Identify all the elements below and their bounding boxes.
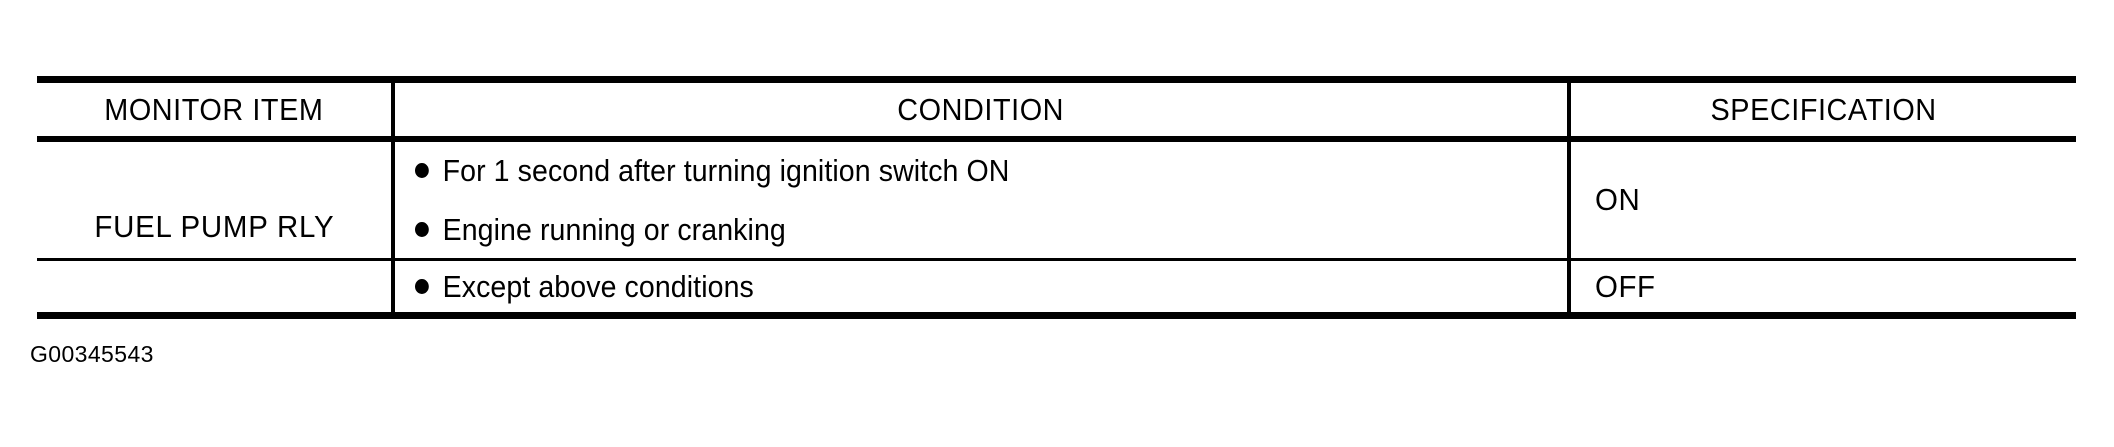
- column-divider-monitor-condition: [391, 81, 395, 314]
- table-header-condition-label: CONDITION: [897, 91, 1065, 127]
- monitor-item-specification-table: MONITOR ITEM CONDITION SPECIFICATION FUE…: [37, 76, 2076, 319]
- table-bottom-border: [37, 312, 2076, 319]
- table-row-divider: [37, 258, 2076, 261]
- table-header-monitor-item-label: MONITOR ITEM: [104, 91, 324, 127]
- table-cell-specification-row-2: OFF: [1571, 261, 2076, 312]
- table-header-condition: CONDITION: [395, 82, 1567, 137]
- condition-bullet-item: For 1 second after turning ignition swit…: [415, 153, 1009, 189]
- specification-value: ON: [1595, 182, 1641, 217]
- condition-text: For 1 second after turning ignition swit…: [442, 152, 1010, 188]
- condition-bullet-item: Except above conditions: [415, 269, 754, 305]
- condition-text: Engine running or cranking: [442, 211, 786, 247]
- condition-bullet-item: Engine running or cranking: [415, 212, 786, 248]
- table-cell-condition-row-2: Except above conditions: [395, 261, 1567, 312]
- table-header-specification-label: SPECIFICATION: [1710, 91, 1937, 127]
- table-cell-monitor-item: FUEL PUMP RLY: [37, 142, 391, 312]
- figure-id-caption: G00345543: [30, 341, 154, 367]
- bullet-icon: [415, 163, 429, 178]
- table-header-border: [37, 136, 2076, 142]
- table-cell-condition-row-1: For 1 second after turning ignition swit…: [395, 142, 1567, 258]
- table-top-border: [37, 76, 2076, 83]
- bullet-icon: [415, 279, 429, 294]
- table-header-monitor-item: MONITOR ITEM: [37, 82, 391, 137]
- bullet-icon: [415, 222, 429, 237]
- table-header-specification: SPECIFICATION: [1571, 82, 2076, 137]
- monitor-item-name: FUEL PUMP RLY: [93, 209, 335, 244]
- table-cell-specification-row-1: ON: [1571, 142, 2076, 258]
- specification-value: OFF: [1595, 268, 1656, 304]
- condition-text: Except above conditions: [442, 268, 754, 304]
- column-divider-condition-specification: [1567, 81, 1571, 314]
